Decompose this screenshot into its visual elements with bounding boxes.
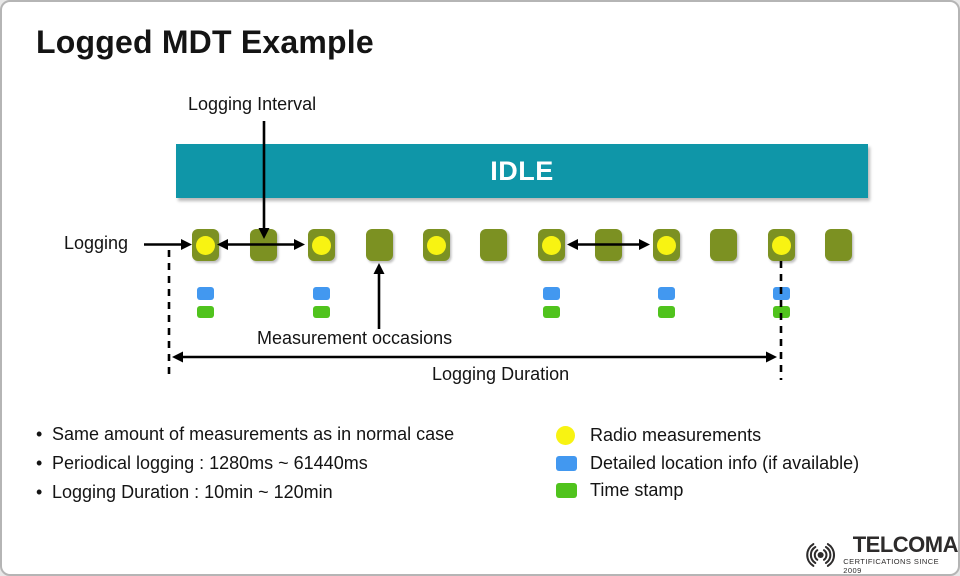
logging-interval-label: Logging Interval: [188, 94, 317, 114]
timestamp-marker: [543, 306, 560, 318]
radio-measurement-dot: [312, 235, 331, 255]
legend-label: Radio measurements: [590, 425, 762, 446]
green-square-icon: [556, 483, 577, 499]
logging-occasion-square: [595, 229, 622, 261]
timestamp-marker: [658, 306, 675, 318]
logging-occasion-square: [366, 229, 393, 261]
logging-occasion-square: [538, 229, 565, 261]
location-info-marker: [313, 287, 330, 300]
radio-measurement-dot: [772, 235, 791, 255]
legend-item: Radio measurements: [556, 422, 859, 450]
radio-measurement-dot: [657, 235, 676, 255]
logging-duration-label: Logging Duration: [432, 364, 570, 384]
logging-occasion-square: [653, 229, 680, 261]
legend-item: Time stamp: [556, 477, 859, 505]
logo-text: TELCOMA CERTIFICATIONS SINCE 2009: [843, 534, 958, 575]
note-item: • Same amount of measurements as in norma…: [36, 420, 454, 449]
idle-bar: IDLE: [176, 144, 868, 198]
blue-square-icon: [556, 455, 577, 471]
logging-occasion-square: [250, 229, 277, 261]
note-text: Logging Duration : 10min ~ 120min: [52, 482, 333, 502]
page-title: Logged MDT Example: [36, 24, 374, 60]
timestamp-marker: [773, 306, 790, 318]
timestamp-marker: [197, 306, 214, 318]
location-info-marker: [773, 287, 790, 300]
logging-occasion-square: [308, 229, 335, 261]
logging-occasion-square: [710, 229, 737, 261]
radio-measurement-dot: [196, 235, 215, 255]
idle-bar-label: IDLE: [490, 155, 554, 186]
bullet-dot: •: [36, 453, 43, 473]
radio-measurement-dot: [542, 235, 561, 255]
logging-occasion-square: [423, 229, 450, 261]
logging-occasion-square: [825, 229, 852, 261]
logging-occasion-square: [768, 229, 795, 261]
location-info-marker: [658, 287, 675, 300]
logging-occasion-square: [480, 229, 507, 261]
radio-measurement-dot: [427, 235, 446, 255]
telcoma-logo: TELCOMA CERTIFICATIONS SINCE 2009: [800, 534, 958, 575]
legend-label: Time stamp: [590, 480, 684, 501]
notes-list: • Same amount of measurements as in norma…: [36, 420, 454, 507]
note-text: Periodical logging : 1280ms ~ 61440ms: [52, 453, 368, 473]
bullet-dot: •: [36, 482, 43, 502]
note-text: Same amount of measurements as in normal…: [52, 424, 455, 444]
logo-tagline: CERTIFICATIONS SINCE 2009: [843, 557, 940, 575]
location-info-marker: [543, 287, 560, 300]
note-item: • Periodical logging : 1280ms ~ 61440ms: [36, 449, 454, 478]
location-info-marker: [197, 287, 214, 300]
logo-brand: TELCOMA: [852, 532, 958, 557]
legend-label: Detailed location info (if available): [590, 452, 860, 473]
logging-occasion-square: [192, 229, 219, 261]
note-item: • Logging Duration : 10min ~ 120min: [36, 478, 454, 507]
logging-label: Logging: [64, 233, 129, 253]
yellow-circle-icon: [556, 426, 575, 446]
legend-item: Detailed location info (if available): [556, 450, 859, 478]
bullet-dot: •: [36, 424, 43, 444]
timestamp-marker: [313, 306, 330, 318]
signal-waves-icon: [806, 542, 835, 567]
measurement-occasions-label: Measurement occasions: [257, 328, 453, 348]
